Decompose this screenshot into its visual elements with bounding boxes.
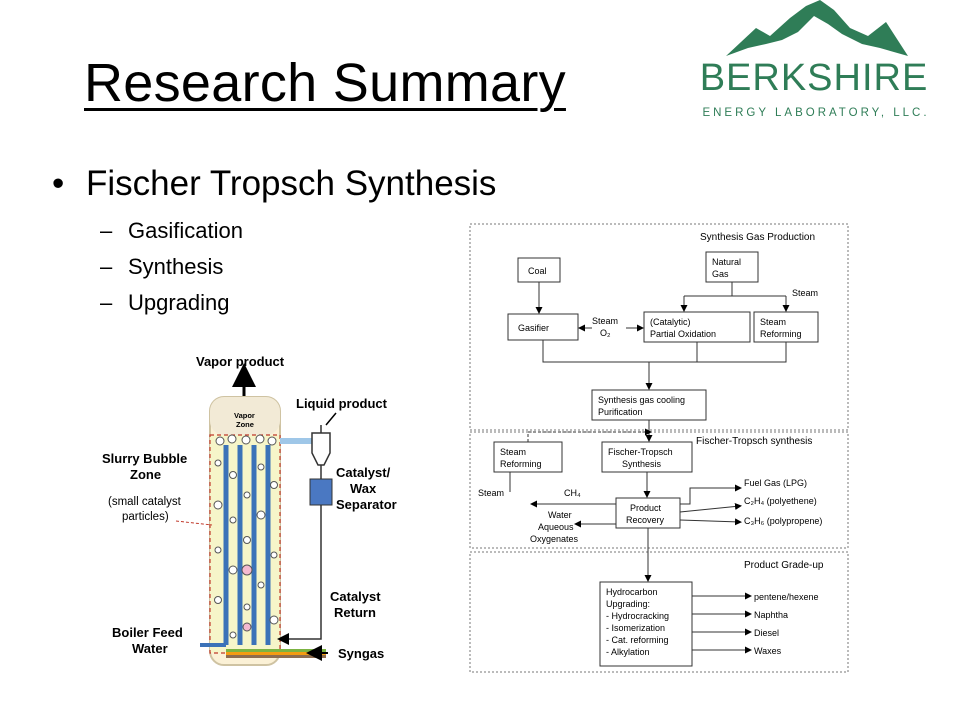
boiler-feed-label: Water xyxy=(132,641,168,656)
product-recovery-box xyxy=(615,497,681,529)
section-synthesis-gas xyxy=(469,223,849,431)
product-recovery-label: Product xyxy=(630,503,662,513)
waxes-label: Waxes xyxy=(754,646,782,656)
logo-name: BERKSHIRE xyxy=(700,57,929,99)
catalyst-return-label: Catalyst xyxy=(330,589,381,604)
sub-bullet-gasification: Gasification xyxy=(128,218,243,243)
steam-o2-label: O₂ xyxy=(600,328,611,338)
cooling-tubes xyxy=(223,445,271,645)
catalyst-particles-label: (small catalyst xyxy=(108,496,182,508)
partial-oxidation-box xyxy=(643,311,751,343)
steam-reforming2-label: Steam xyxy=(500,447,526,457)
bubbles xyxy=(213,434,279,639)
dash-glyph: – xyxy=(100,290,113,315)
catalyst-particles-label: particles) xyxy=(122,511,169,523)
c2h4-label: C₂H₄ (polyethene) xyxy=(744,496,817,506)
c3h6-label: C₃H₆ (polypropene) xyxy=(744,516,822,526)
sub-bullet-synthesis: Synthesis xyxy=(128,254,224,279)
logo-subtitle: ENERGY LABORATORY, LLC. xyxy=(702,107,929,119)
diesel-label: Diesel xyxy=(754,628,779,638)
cooling-label: Synthesis gas cooling xyxy=(598,395,685,405)
hc-upgrading-label: Hydrocarbon xyxy=(606,587,658,597)
steam-out-label: Steam xyxy=(478,488,504,498)
berkshire-logo: BERKSHIRE ENERGY LABORATORY, LLC. xyxy=(700,0,929,119)
cooling-box xyxy=(591,389,707,421)
hc-upgrading-box xyxy=(599,581,693,667)
product-recovery-label: Recovery xyxy=(626,515,665,525)
steam-reforming-label: Steam xyxy=(760,317,786,327)
slurry-zone-label: Zone xyxy=(130,467,161,482)
water-label: Aqueous xyxy=(538,522,574,532)
hc-upgrading-label: - Alkylation xyxy=(606,647,650,657)
section2-title: Fischer-Tropsch synthesis xyxy=(696,436,812,447)
coal-box xyxy=(517,257,561,283)
bullet-glyph: • xyxy=(52,164,65,203)
hc-upgrading-label: - Cat. reforming xyxy=(606,635,669,645)
naphtha-label: Naphtha xyxy=(754,610,788,620)
process-flow-diagram: Synthesis Gas Production Fischer-Tropsch… xyxy=(469,223,849,673)
separator-cyclone xyxy=(311,432,331,466)
section-grade-up xyxy=(469,551,849,673)
separator-label: Separator xyxy=(336,497,397,512)
section1-title: Synthesis Gas Production xyxy=(700,232,815,243)
natural-gas-label: Gas xyxy=(712,269,729,279)
liquid-product-label: Liquid product xyxy=(296,396,388,411)
main-bullet: • Fischer Tropsch Synthesis xyxy=(52,164,496,204)
syngas-label: Syngas xyxy=(338,646,384,661)
gasifier-label: Gasifier xyxy=(518,323,549,333)
pentene-label: pentene/hexene xyxy=(754,592,819,602)
steam-reforming-label: Reforming xyxy=(760,329,802,339)
sub-bullet-item: –Gasification xyxy=(100,216,243,252)
steam-reforming2-label: Reforming xyxy=(500,459,542,469)
cooling-label: Purification xyxy=(598,407,643,417)
hc-upgrading-label: - Isomerization xyxy=(606,623,665,633)
separator-label: Catalyst/ xyxy=(336,465,391,480)
natural-gas-label: Natural xyxy=(712,257,741,267)
mountain-icon xyxy=(726,0,908,56)
dash-glyph: – xyxy=(100,254,113,279)
ch4-label: CH₄ xyxy=(564,488,581,498)
section3-title: Product Grade-up xyxy=(744,560,824,571)
water-label: Oxygenates xyxy=(530,534,579,544)
slide-title: Research Summary xyxy=(84,53,566,113)
reactor-diagram: Vapor product Vapor Zone Liquid product … xyxy=(102,354,397,666)
hc-upgrading-label: Upgrading: xyxy=(606,599,650,609)
vapor-zone-label: Zone xyxy=(236,420,254,429)
boiler-feed-label: Boiler Feed xyxy=(112,625,183,640)
sub-bullet-upgrading: Upgrading xyxy=(128,290,230,315)
catalyst-return-label: Return xyxy=(334,605,376,620)
sub-bullet-item: –Synthesis xyxy=(100,252,243,288)
hc-upgrading-label: - Hydrocracking xyxy=(606,611,669,621)
coal-label: Coal xyxy=(528,266,547,276)
main-bullet-text: Fischer Tropsch Synthesis xyxy=(86,164,497,203)
steam-o2-label: Steam xyxy=(592,316,618,326)
ft-synthesis-box xyxy=(601,441,693,473)
natural-gas-box xyxy=(705,251,759,283)
section-ft-synthesis xyxy=(469,431,849,549)
steam-reforming-box xyxy=(753,311,819,343)
vapor-zone-label: Vapor xyxy=(234,411,255,420)
slurry-zone-label: Slurry Bubble xyxy=(102,451,187,466)
catalyst-wax-separator xyxy=(309,478,333,506)
sub-bullet-list: –Gasification –Synthesis –Upgrading xyxy=(100,216,243,324)
separator-label: Wax xyxy=(350,481,377,496)
fuel-gas-label: Fuel Gas (LPG) xyxy=(744,478,807,488)
sub-bullet-item: –Upgrading xyxy=(100,288,243,324)
partial-oxidation-label: (Catalytic) xyxy=(650,317,691,327)
ft-synthesis-label: Synthesis xyxy=(622,459,662,469)
dash-glyph: – xyxy=(100,218,113,243)
ft-synthesis-label: Fischer-Tropsch xyxy=(608,447,673,457)
partial-oxidation-label: Partial Oxidation xyxy=(650,329,716,339)
steam-label: Steam xyxy=(792,288,818,298)
vapor-product-label: Vapor product xyxy=(196,354,285,369)
water-label: Water xyxy=(548,510,572,520)
